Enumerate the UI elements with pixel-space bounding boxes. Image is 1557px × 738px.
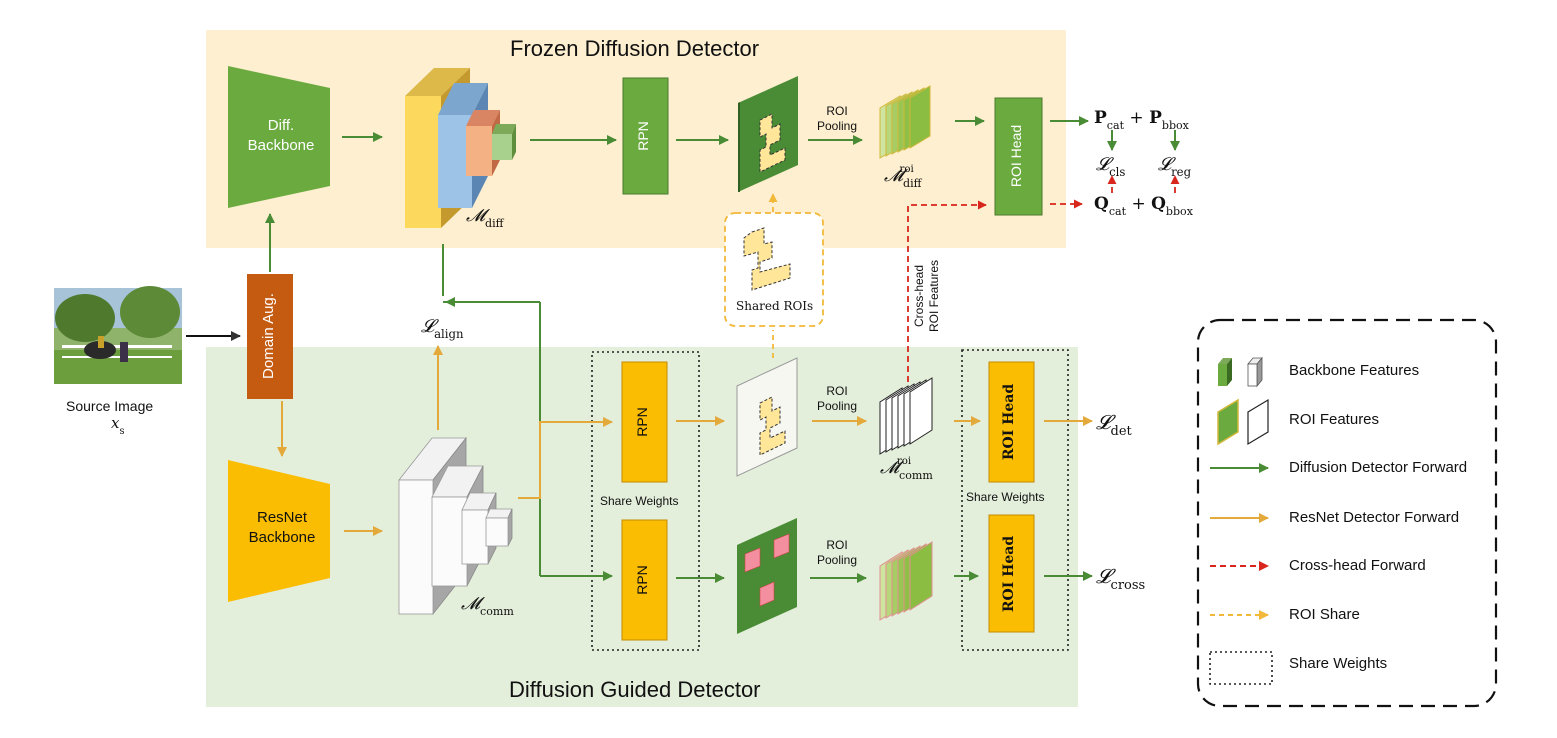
legend-label-resnet-forward: ResNet Detector Forward: [1289, 509, 1460, 526]
m-diff-label: 𝓜diff: [466, 206, 504, 230]
source-image-symbol: xs: [111, 414, 125, 437]
rpn-bottom-block: [621, 519, 668, 641]
l-cross-label: 𝓛cross: [1096, 564, 1146, 593]
rpn-bottom-label: RPN: [634, 565, 650, 595]
rpn-frozen-label: RPN: [635, 121, 651, 151]
diff-backbone-block: [228, 66, 330, 208]
domain-aug-label: Domain Aug.: [260, 293, 277, 379]
roi-head-share-weights-label: Share Weights: [966, 490, 1045, 504]
legend-label-share-weights: Share Weights: [1289, 655, 1388, 672]
diff-feature-pyramid: [405, 68, 516, 228]
rpn-share-weights-box: [591, 351, 700, 651]
roi-pooling-top-label: ROI Pooling: [816, 384, 858, 413]
legend-label-diffusion-forward: Diffusion Detector Forward: [1289, 459, 1468, 476]
legend-box: [1196, 318, 1498, 708]
resnet-forward-arrows: [277, 345, 1093, 536]
roi-head-frozen-label: ROI Head: [1008, 124, 1024, 188]
dotted-box-icon: [1209, 651, 1273, 685]
m-diff-roi-label: 𝓜diffroi: [884, 164, 922, 190]
l-det-label: 𝓛det: [1096, 410, 1132, 439]
rpn-share-weights-label: Share Weights: [600, 494, 679, 508]
guided-detector-title: Diffusion Guided Detector: [509, 677, 761, 702]
frozen-roi-map: [738, 76, 798, 192]
feature-cube-icon: [1218, 356, 1263, 388]
legend-label-cross-head-forward: Cross-head Forward: [1289, 557, 1426, 574]
diff-roi-feature-stack: [879, 85, 931, 159]
resnet-backbone-label: ResNet Backbone: [248, 509, 316, 546]
rpn-top-label: RPN: [634, 407, 650, 437]
comm-roi-feature-stack: [879, 377, 933, 455]
source-image: [54, 286, 182, 384]
roi-head-top-label: ROI Head: [1001, 383, 1017, 461]
q-output-label: Qcat + Qbbox: [1094, 194, 1193, 218]
l-cls-label: 𝓛cls: [1096, 154, 1126, 179]
roi-pooling-bottom-label: ROI Pooling: [816, 538, 858, 567]
roi-pooling-frozen-label: ROI Pooling: [816, 104, 858, 133]
m-comm-roi-label: 𝓜commroi: [880, 456, 933, 482]
resnet-backbone-block: [228, 460, 330, 602]
rpn-top-block: [621, 361, 668, 483]
legend-label-roi-features: ROI Features: [1289, 411, 1380, 428]
p-output-label: Pcat + Pbbox: [1094, 108, 1189, 132]
cross-head-arrows: [907, 175, 1180, 382]
domain-aug-block: [247, 274, 293, 399]
roi-head-share-weights-box: [961, 349, 1069, 651]
diff-backbone-label: Diff. Backbone: [247, 117, 315, 154]
m-comm-label: 𝓜comm: [461, 594, 514, 618]
cross-roi-feature-stack: [879, 541, 933, 621]
shared-rois-shape: [743, 227, 791, 291]
frozen-detector-title: Frozen Diffusion Detector: [510, 36, 760, 61]
roi-head-frozen-block: [994, 97, 1043, 216]
roi-head-bottom-label: ROI Head: [1001, 535, 1017, 613]
legend-label-backbone-features: Backbone Features: [1289, 362, 1420, 379]
roi-plane-icon: [1217, 398, 1269, 446]
source-image-label: Source Image: [66, 398, 154, 414]
legend-label-roi-share: ROI Share: [1289, 606, 1360, 623]
l-reg-label: 𝓛reg: [1158, 154, 1192, 179]
cross-roi-map: [737, 518, 797, 634]
roi-head-bottom-block: [988, 514, 1035, 633]
shared-rois-label: Shared ROIs: [736, 299, 814, 313]
guided-roi-map: [736, 357, 798, 477]
rpn-frozen-block: [622, 77, 669, 195]
cross-head-label: Cross-head ROI Features: [912, 259, 941, 333]
l-align-label: 𝓛align: [421, 316, 464, 341]
roi-head-top-block: [988, 361, 1035, 483]
comm-feature-pyramid: [398, 436, 513, 616]
